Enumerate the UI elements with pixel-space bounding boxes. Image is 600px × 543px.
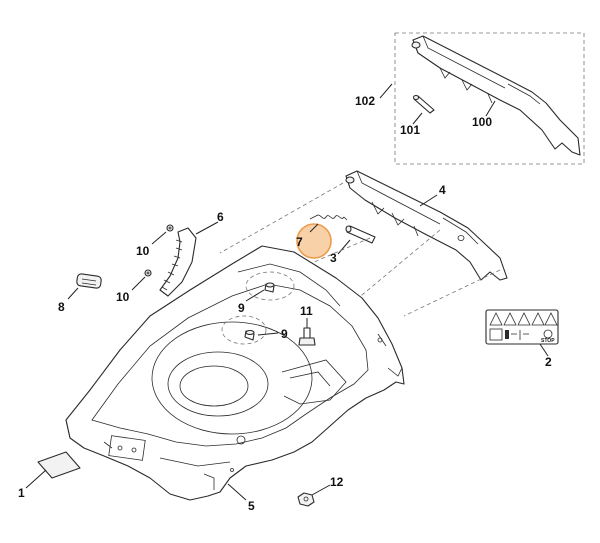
leader-12	[311, 484, 331, 496]
part-2-warning-label[interactable]: STOP	[485, 309, 559, 345]
part-7-spring[interactable]	[309, 214, 348, 221]
stop-sign-icon	[543, 329, 553, 339]
leader-7	[309, 223, 319, 233]
part-4-rear-flap[interactable]	[345, 170, 508, 281]
callout-6: 6	[217, 210, 224, 224]
leader-4	[419, 194, 438, 207]
warning-triangle-icon	[503, 312, 517, 326]
callout-9-lower: 9	[281, 327, 288, 341]
stop-label-text: STOP	[541, 338, 555, 344]
leader-5	[227, 483, 247, 501]
deck-chamber	[151, 321, 313, 435]
screw-9-zone-upper	[245, 271, 295, 301]
leader-10b	[131, 276, 146, 291]
callout-3: 3	[330, 251, 337, 265]
mower-deck-housing	[65, 245, 405, 501]
leader-9a	[245, 289, 265, 302]
part-11-bolt[interactable]	[298, 327, 316, 346]
warning-triangle-icon	[544, 312, 558, 326]
part-100-rear-flap[interactable]	[411, 35, 581, 156]
part-8-badge[interactable]	[76, 273, 102, 289]
highlight-part-7	[296, 223, 332, 259]
callout-10-lower: 10	[116, 290, 130, 304]
callout-4: 4	[439, 183, 446, 197]
leader-3	[337, 239, 351, 255]
callout-9-upper: 9	[238, 301, 245, 315]
callout-1: 1	[18, 486, 25, 500]
disconnect-icon	[511, 330, 529, 340]
part-9-screw-upper[interactable]	[264, 282, 275, 293]
callout-5: 5	[248, 499, 255, 513]
callout-102: 102	[355, 94, 375, 108]
callout-101: 101	[400, 123, 420, 137]
assembly-guide-lines	[219, 182, 501, 317]
part-12-nut[interactable]	[297, 492, 315, 507]
warning-triangle-icon	[531, 312, 545, 326]
leader-1	[25, 469, 47, 489]
callout-10-upper: 10	[136, 244, 150, 258]
leader-6	[195, 221, 219, 235]
part-10-screw-lower[interactable]	[144, 269, 152, 277]
leader-101	[412, 112, 423, 125]
leader-10a	[151, 231, 167, 245]
part-3-rod[interactable]	[345, 225, 376, 244]
leader-102	[379, 83, 393, 99]
part-6-height-bracket[interactable]	[159, 227, 197, 297]
part-9-screw-lower[interactable]	[244, 329, 255, 341]
warning-triangle-icon	[489, 312, 503, 326]
callout-100: 100	[472, 115, 492, 129]
optional-kit-box: 102 101 100	[355, 32, 585, 165]
leader-2	[539, 343, 549, 357]
leader-100	[485, 100, 496, 117]
kit-dashed-frame	[394, 32, 585, 165]
callout-11: 11	[300, 304, 313, 318]
warning-triangle-icon	[517, 312, 531, 326]
part-101-rod[interactable]	[412, 94, 435, 114]
callout-2: 2	[545, 355, 552, 369]
leader-8	[67, 287, 79, 300]
part-10-screw-upper[interactable]	[166, 224, 174, 232]
callout-12: 12	[330, 475, 344, 489]
plug-icon	[505, 330, 509, 339]
manual-icon	[489, 328, 503, 341]
part-1-sticker[interactable]	[37, 451, 81, 479]
screw-9-zone-lower	[221, 315, 267, 345]
leader-9b	[257, 332, 279, 336]
callout-8: 8	[58, 300, 65, 314]
callout-7: 7	[296, 235, 303, 249]
